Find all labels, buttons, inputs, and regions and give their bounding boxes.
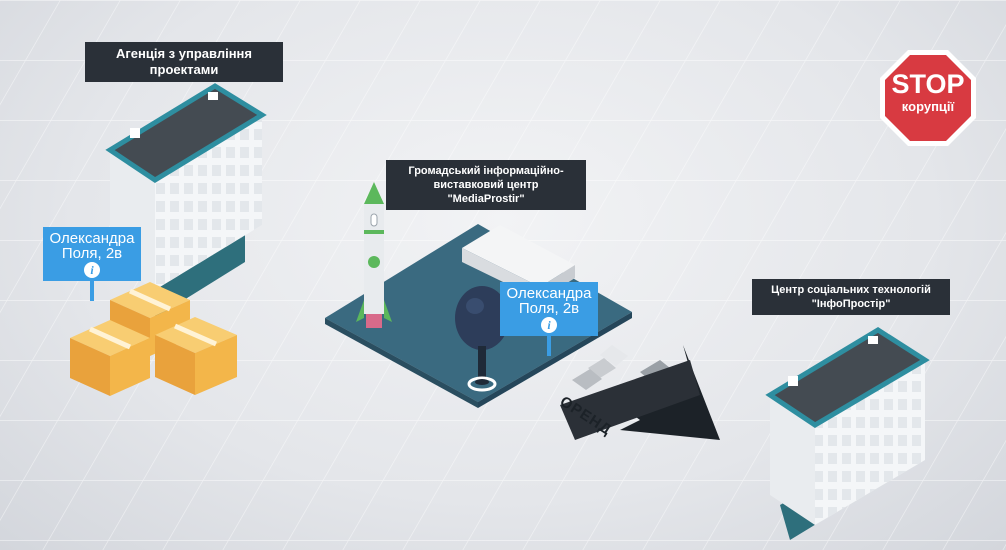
rent-arrow-icon [560, 345, 720, 440]
pin-left-line1: Олександра [49, 230, 135, 247]
stop-sub: корупції [901, 99, 955, 114]
info-icon: i [541, 317, 557, 333]
boxes-icon [70, 282, 237, 396]
pin-tail [547, 336, 551, 356]
social-center-building-icon [765, 327, 930, 540]
social-center-label: Центр соціальних технологій "ІнфоПростір… [752, 279, 950, 315]
rocket-icon [356, 182, 392, 328]
pin-left-line2: Поля, 2в [61, 245, 123, 262]
stop-word: STOP [891, 69, 965, 99]
pin-center-line2: Поля, 2в [518, 300, 580, 317]
info-icon: i [84, 262, 100, 278]
location-pin-center[interactable]: Олександра Поля, 2в i [500, 282, 598, 356]
location-pin-left[interactable]: Олександра Поля, 2в i [43, 227, 141, 301]
stop-sign-icon [880, 50, 976, 146]
sculpture-icon [455, 286, 509, 392]
pin-tail [90, 281, 94, 301]
pin-center-line1: Олександра [506, 285, 592, 302]
agency-label: Агенція з управління проектами [85, 42, 283, 82]
media-center-label: Громадський інформаційно-виставковий цен… [386, 160, 586, 210]
